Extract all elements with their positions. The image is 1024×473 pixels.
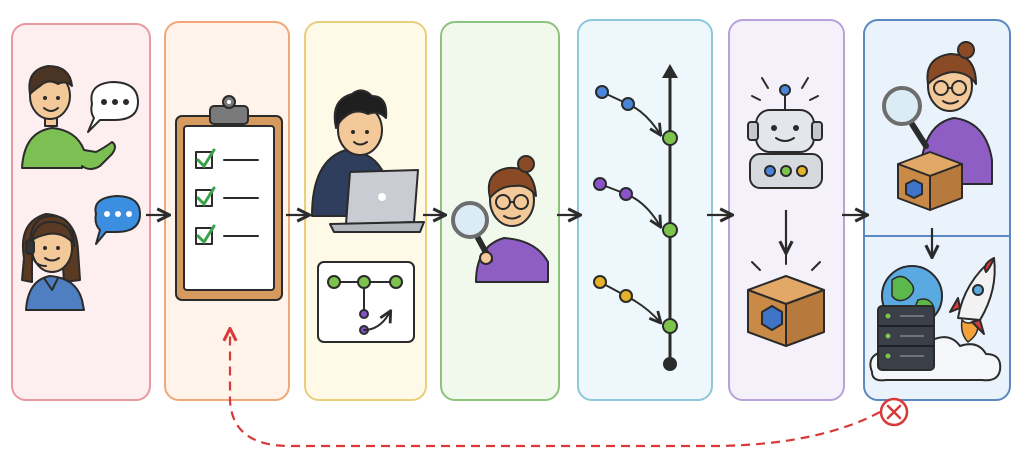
chat-bubble-icon xyxy=(94,195,141,245)
person-speaking-icon xyxy=(21,65,116,170)
robot-icon xyxy=(747,77,823,189)
clipboard-checklist-icon xyxy=(175,95,283,301)
package-box-icon xyxy=(747,253,825,347)
checkmark-icon xyxy=(195,186,259,207)
fail-x-icon xyxy=(879,397,909,427)
checkmark-icon xyxy=(195,148,259,169)
support-agent-icon xyxy=(21,213,85,311)
developer-laptop-icon xyxy=(311,89,425,233)
rocket-icon xyxy=(949,257,996,343)
merge-graph-icon xyxy=(593,64,678,371)
panel-integration xyxy=(577,19,713,401)
arrow-up-icon xyxy=(662,64,678,78)
reviewer-magnifier-icon xyxy=(451,155,549,283)
git-branch-icon xyxy=(317,261,415,343)
server-icon xyxy=(877,305,935,371)
speech-bubble-icon xyxy=(87,81,139,133)
package-box-icon xyxy=(897,151,963,211)
checkmark-icon xyxy=(195,224,259,245)
inspector-icon xyxy=(882,41,993,185)
feedback-loop xyxy=(230,330,909,448)
